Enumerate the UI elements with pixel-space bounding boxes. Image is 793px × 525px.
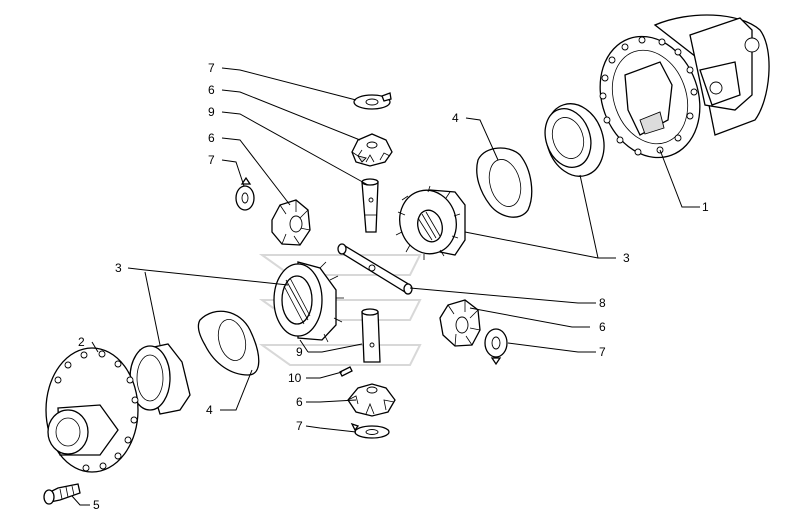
part-7-washer-left: [235, 176, 255, 211]
callout-8: 8: [599, 296, 606, 310]
callout-6-right: 6: [599, 320, 606, 334]
callout-3-right: 3: [623, 251, 630, 265]
callout-7-bottom: 7: [296, 419, 303, 433]
callout-4-right: 4: [452, 111, 459, 125]
part-8-pinion-shaft: [337, 243, 413, 295]
callout-7-right: 7: [599, 345, 606, 359]
part-4-thrust-washer-left: [197, 310, 260, 376]
part-4-thrust-washer-right: [476, 147, 533, 218]
callout-5: 5: [93, 498, 100, 512]
part-3-side-gear-right: [395, 185, 466, 260]
part-6-pinion-gear-left: [271, 199, 311, 246]
callout-7-left: 7: [208, 153, 215, 167]
callout-9-bottom: 9: [296, 345, 303, 359]
part-1-differential-case: [599, 14, 770, 159]
part-2-flange-cover: [45, 347, 139, 473]
callout-3-left: 3: [115, 261, 122, 275]
part-6-pinion-gear-bottom: [347, 383, 396, 417]
part-6-pinion-gear-right: [439, 299, 481, 347]
callouts: 7 6 9 6 7 4 3 1 3 2 4 8 6 7 9 10 6 7 5: [78, 61, 709, 512]
callout-9-top: 9: [208, 105, 215, 119]
callout-6-top: 6: [208, 83, 215, 97]
part-7-washer-top: [353, 92, 392, 110]
part-5-bolt: [43, 483, 81, 505]
part-9-pin-top: [361, 178, 379, 233]
part-10-small-pin: [339, 366, 353, 377]
part-3-side-gear-left: [273, 261, 344, 343]
callout-10: 10: [288, 371, 302, 385]
part-3-bearing-left: [129, 343, 191, 415]
part-6-pinion-gear-top: [351, 133, 393, 167]
part-7-washer-bottom: [350, 422, 390, 439]
callout-2: 2: [78, 335, 85, 349]
callout-4-left: 4: [206, 403, 213, 417]
callout-6-left: 6: [208, 131, 215, 145]
callout-6-bottom: 6: [296, 395, 303, 409]
part-9-pin-bottom: [361, 308, 381, 363]
callout-7-top: 7: [208, 61, 215, 75]
leader-lines: [71, 67, 700, 506]
callout-1: 1: [702, 200, 709, 214]
part-3-bearing-right: [544, 103, 605, 177]
part-7-washer-right: [484, 328, 508, 366]
